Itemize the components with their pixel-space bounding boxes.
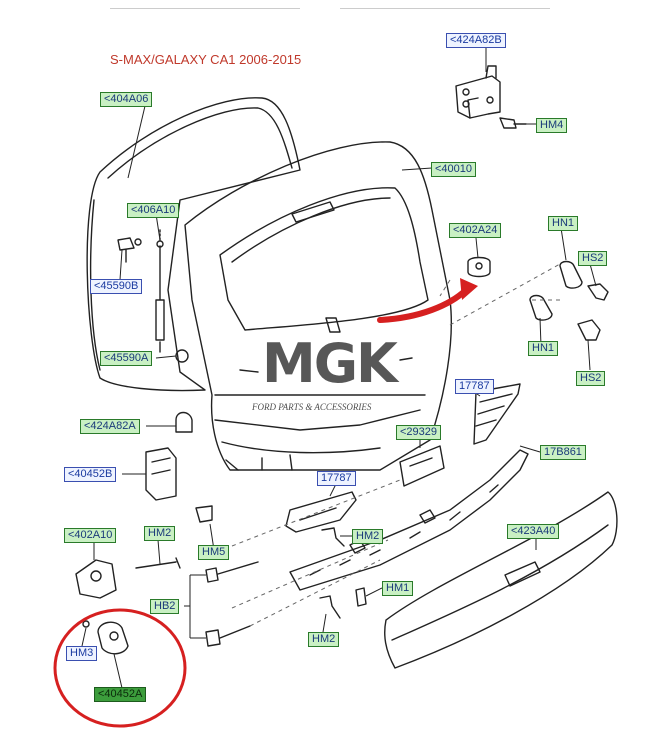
top-edge-line [110, 0, 300, 9]
clip-hm3 [82, 620, 90, 628]
part-label[interactable]: <404A06 [100, 92, 153, 107]
part-label[interactable]: HB2 [150, 599, 180, 614]
part-label[interactable]: <423A40 [507, 524, 560, 539]
part-label[interactable]: HM3 [66, 646, 98, 661]
hinge-upper [455, 75, 501, 119]
part-label[interactable]: HM5 [198, 545, 230, 560]
part-label[interactable]: <40452B [64, 467, 117, 482]
bolt-hb2-upper [205, 561, 259, 583]
highlight-circle [53, 608, 187, 728]
reflector-17787-lower [285, 491, 357, 533]
part-label[interactable]: HS2 [576, 371, 606, 386]
part-label[interactable]: <406A10 [127, 203, 180, 218]
bolt-hb2-lower [205, 625, 251, 647]
reinforcement-17B861 [289, 449, 529, 591]
part-label[interactable]: HM4 [536, 118, 568, 133]
tailgate-window [219, 187, 429, 331]
part-label[interactable]: HN1 [548, 216, 579, 231]
gas-strut [155, 245, 165, 341]
tailgate-seal [86, 97, 301, 392]
part-label[interactable]: 17787 [317, 471, 356, 486]
part-label[interactable]: <424A82B [446, 33, 506, 48]
reflector-17787-upper [473, 383, 521, 445]
screw-hm2-upper [321, 527, 345, 547]
watermark-tagline: FORD PARTS & ACCESSORIES [252, 402, 372, 412]
screw-hs2-upper [587, 283, 609, 301]
part-label[interactable]: HM2 [308, 632, 340, 647]
bump-stop [175, 411, 193, 433]
red-direction-arrow [377, 287, 469, 323]
buffer-402A24 [467, 256, 491, 278]
tailgate-seal-inner [107, 107, 293, 179]
part-label[interactable]: <29329 [396, 425, 442, 440]
top-edge-line [340, 0, 550, 9]
watermark-logo: MGK [262, 332, 398, 395]
part-label[interactable]: HN1 [528, 341, 559, 356]
screw-hm1 [355, 587, 367, 607]
nut-hn1-lower [529, 294, 553, 321]
part-label[interactable]: HM2 [352, 529, 384, 544]
latch-40452A [97, 621, 129, 655]
screw-hm2-lower [319, 595, 341, 619]
diagram-title: S-MAX/GALAXY CA1 2006-2015 [110, 52, 302, 67]
latch-40452B [145, 447, 177, 501]
part-label-highlighted[interactable]: <40452A [94, 687, 147, 702]
part-label[interactable]: <40010 [431, 162, 477, 177]
screw-hs2-lower [577, 319, 601, 341]
ball-stud-upper [117, 237, 135, 263]
part-label[interactable]: HS2 [578, 251, 608, 266]
part-label[interactable]: 17B861 [540, 445, 586, 460]
striker-402A10 [75, 559, 117, 599]
part-label[interactable]: <45590A [100, 351, 153, 366]
bumper-423A40 [384, 491, 618, 669]
nut-hn1-upper [559, 260, 583, 289]
part-label[interactable]: HM1 [382, 581, 414, 596]
part-label[interactable]: <402A24 [449, 223, 502, 238]
part-label[interactable]: 17787 [455, 379, 494, 394]
part-label[interactable]: <424A82A [80, 419, 140, 434]
hinge-bolt [499, 117, 527, 129]
part-label[interactable]: <402A10 [64, 528, 117, 543]
license-lamp [399, 445, 445, 487]
part-label[interactable]: <45590B [90, 279, 143, 294]
part-label[interactable]: HM2 [144, 526, 176, 541]
red-arrow-head [460, 278, 478, 300]
tailgate-body [184, 141, 452, 471]
